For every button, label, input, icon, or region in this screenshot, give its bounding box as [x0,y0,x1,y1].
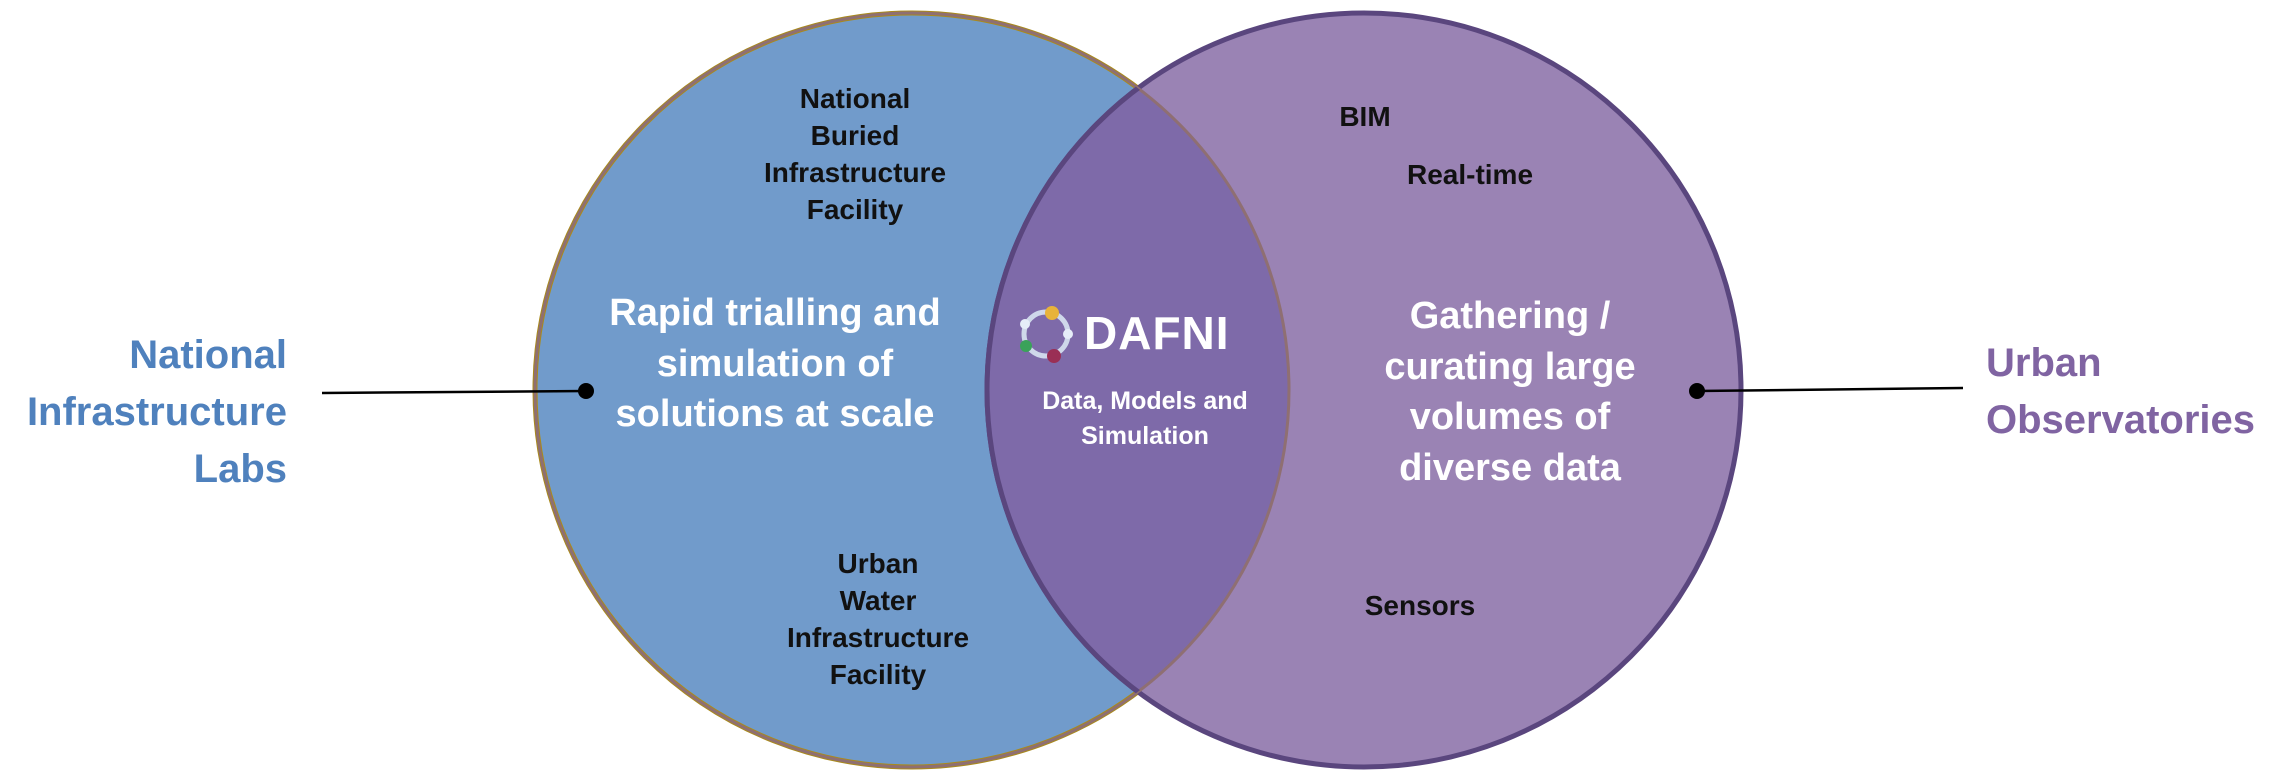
real-time-item: Real-time [1406,159,1534,190]
dafni-logo-text: DAFNI [1084,307,1230,359]
dafni-logo-ring-icon [1020,306,1073,363]
left-connector-line [321,389,587,395]
right-connector-dot [1689,383,1705,399]
left-connector-dot [578,383,594,399]
dafni-logo: DAFNI [1016,302,1266,366]
overlap-region [987,13,1289,767]
right-circle-inner-edge [984,13,1289,767]
right-connector-line [1696,386,1964,393]
bim-item: BIM [1339,101,1391,132]
sensors-item: Sensors [1364,590,1476,621]
left-circle-inner-edge [533,11,1291,769]
